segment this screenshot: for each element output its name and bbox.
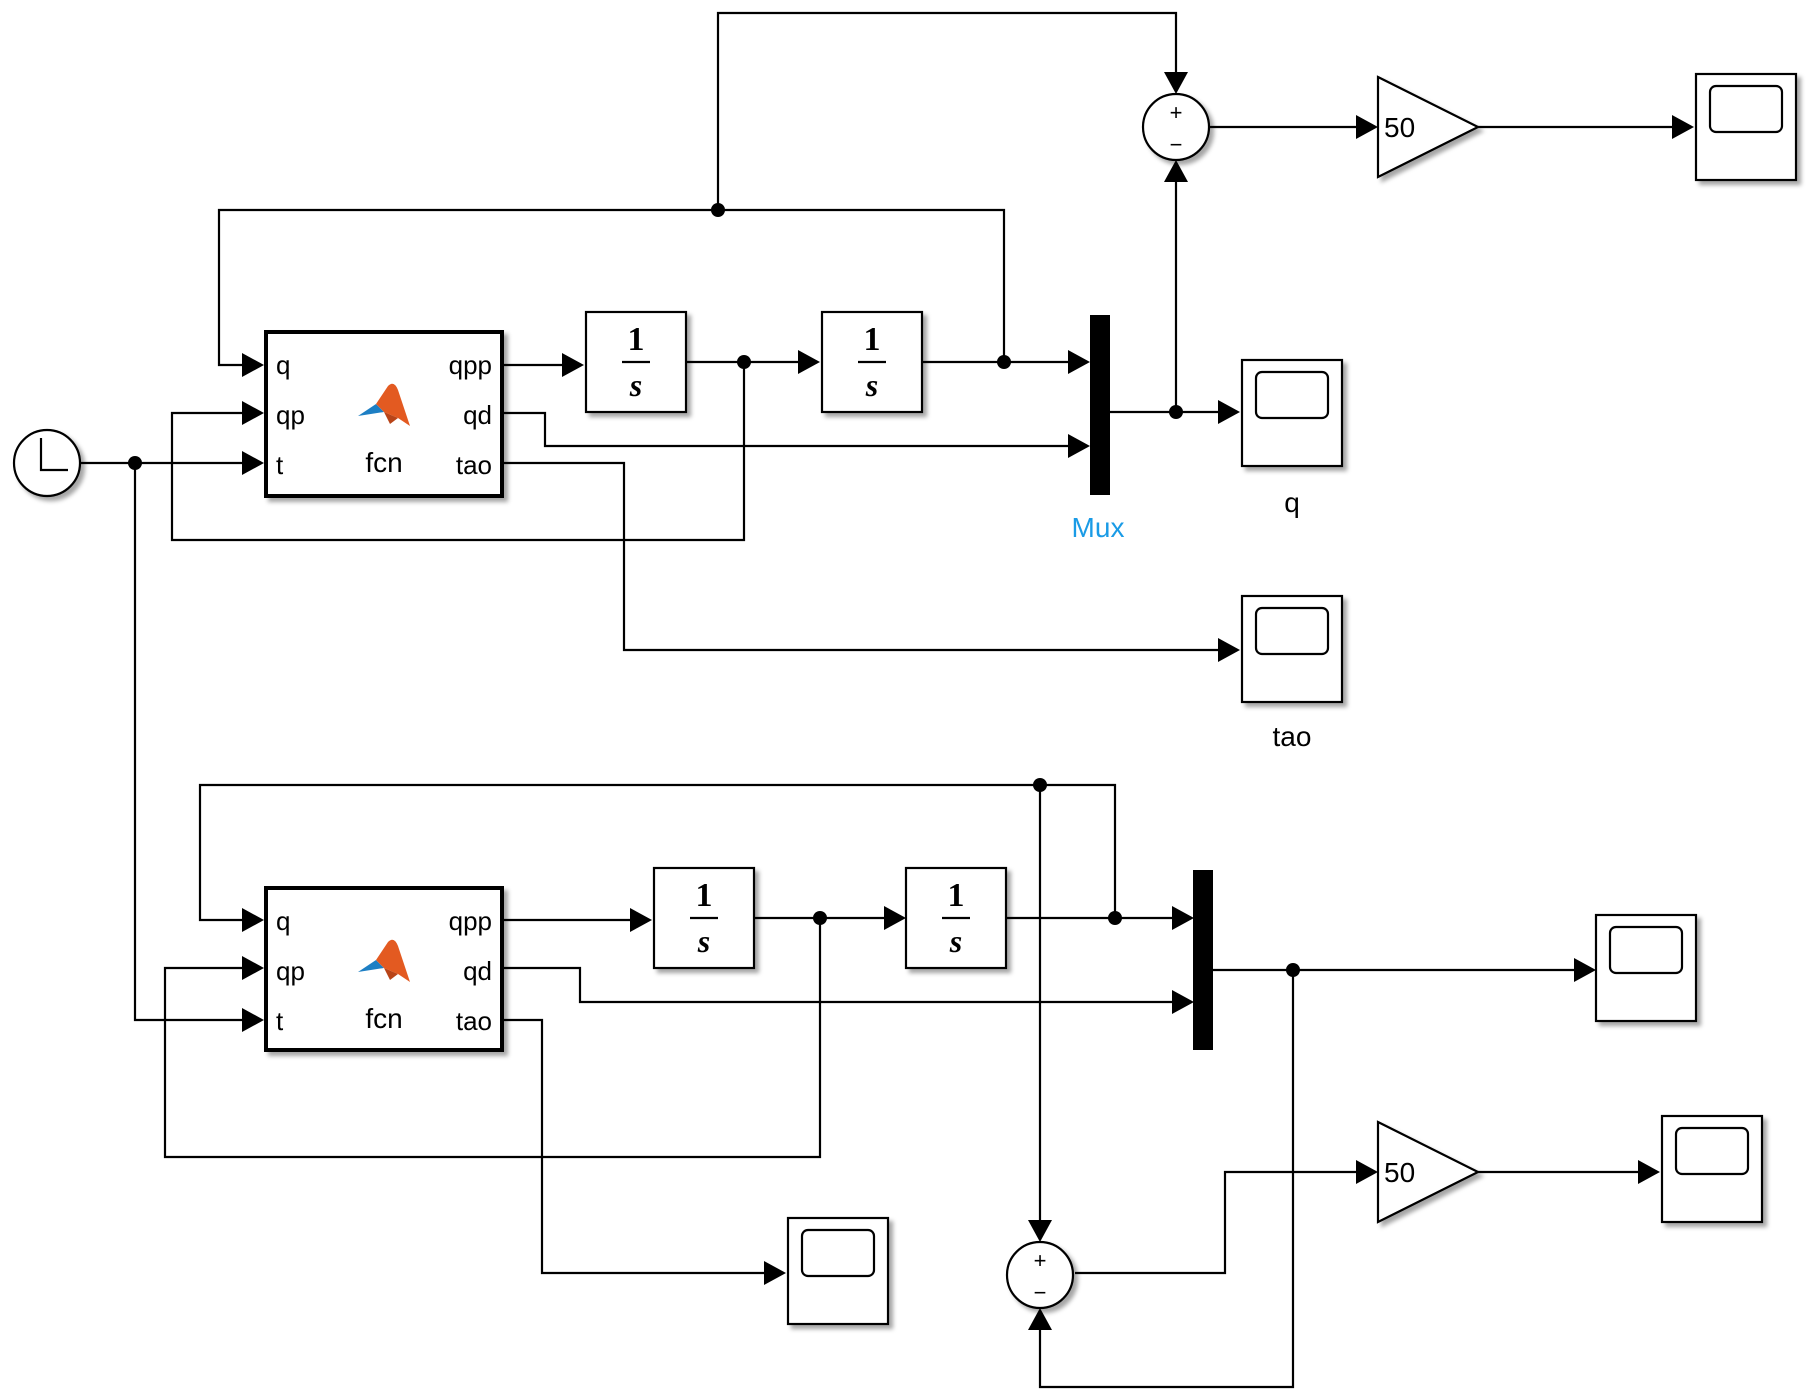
fcn2-output-qd: qd: [463, 956, 492, 986]
integrator-2-denominator: s: [865, 367, 878, 403]
wires-bottom: [163, 783, 1638, 1389]
fcn-block-1[interactable]: q qp t qpp qd tao fcn: [264, 330, 504, 498]
sum-block-2[interactable]: + −: [1005, 1240, 1075, 1310]
scope-4[interactable]: [1594, 913, 1698, 1023]
fcn1-input-qp: qp: [276, 400, 305, 430]
scope-tao-label: tao: [1273, 721, 1312, 752]
integrator-3-denominator: s: [697, 923, 710, 959]
scope-6[interactable]: [786, 1216, 890, 1326]
integrator-1-denominator: s: [629, 367, 642, 403]
mux-block-2[interactable]: [1193, 870, 1213, 1050]
clock-block[interactable]: [12, 428, 82, 498]
fcn2-name: fcn: [365, 1003, 402, 1034]
sum-2-plus-sign: +: [1034, 1248, 1047, 1273]
wires-top: [78, 11, 1672, 1022]
sum-2-minus-sign: −: [1034, 1280, 1047, 1305]
scope-q-label: q: [1284, 487, 1300, 518]
gain-block-2[interactable]: 50: [1376, 1120, 1481, 1224]
gain-1-value: 50: [1384, 112, 1415, 143]
sum-1-minus-sign: −: [1170, 132, 1183, 157]
integrator-4-numerator: 1: [948, 877, 965, 914]
integrator-1[interactable]: 1 s: [584, 310, 688, 414]
clock-icon: [39, 438, 68, 472]
integrator-1-numerator: 1: [628, 321, 645, 358]
fcn2-input-qp: qp: [276, 956, 305, 986]
fcn-block-2[interactable]: q qp t qpp qd tao fcn: [264, 886, 504, 1052]
integrator-4[interactable]: 1 s: [904, 866, 1008, 970]
fcn2-output-tao: tao: [456, 1006, 492, 1036]
gain-2-value: 50: [1384, 1157, 1415, 1188]
fcn1-output-tao: tao: [456, 450, 492, 480]
gain-block-1[interactable]: 50: [1376, 75, 1481, 179]
scope-1[interactable]: [1694, 72, 1798, 182]
scope-q[interactable]: q: [1240, 358, 1344, 518]
junctions: [128, 203, 1300, 977]
integrator-4-denominator: s: [949, 923, 962, 959]
fcn1-output-qd: qd: [463, 400, 492, 430]
integrator-2[interactable]: 1 s: [820, 310, 924, 414]
fcn1-input-q: q: [276, 350, 290, 380]
mux-block-1[interactable]: [1090, 315, 1110, 495]
scope-tao[interactable]: tao: [1240, 594, 1344, 752]
scope-5[interactable]: [1660, 1114, 1764, 1224]
integrator-3-numerator: 1: [696, 877, 713, 914]
matlab-logo-icon: [358, 383, 410, 426]
sum-1-plus-sign: +: [1170, 100, 1183, 125]
fcn1-output-qpp: qpp: [449, 350, 492, 380]
fcn2-input-q: q: [276, 906, 290, 936]
mux-label: Mux: [1072, 512, 1125, 543]
arrowheads: [242, 72, 1694, 1330]
sum-block-1[interactable]: + −: [1141, 92, 1211, 162]
integrator-3[interactable]: 1 s: [652, 866, 756, 970]
fcn1-input-t: t: [276, 450, 284, 480]
fcn1-name: fcn: [365, 447, 402, 478]
matlab-logo-icon: [358, 939, 410, 982]
fcn2-input-t: t: [276, 1006, 284, 1036]
integrator-2-numerator: 1: [864, 321, 881, 358]
fcn2-output-qpp: qpp: [449, 906, 492, 936]
